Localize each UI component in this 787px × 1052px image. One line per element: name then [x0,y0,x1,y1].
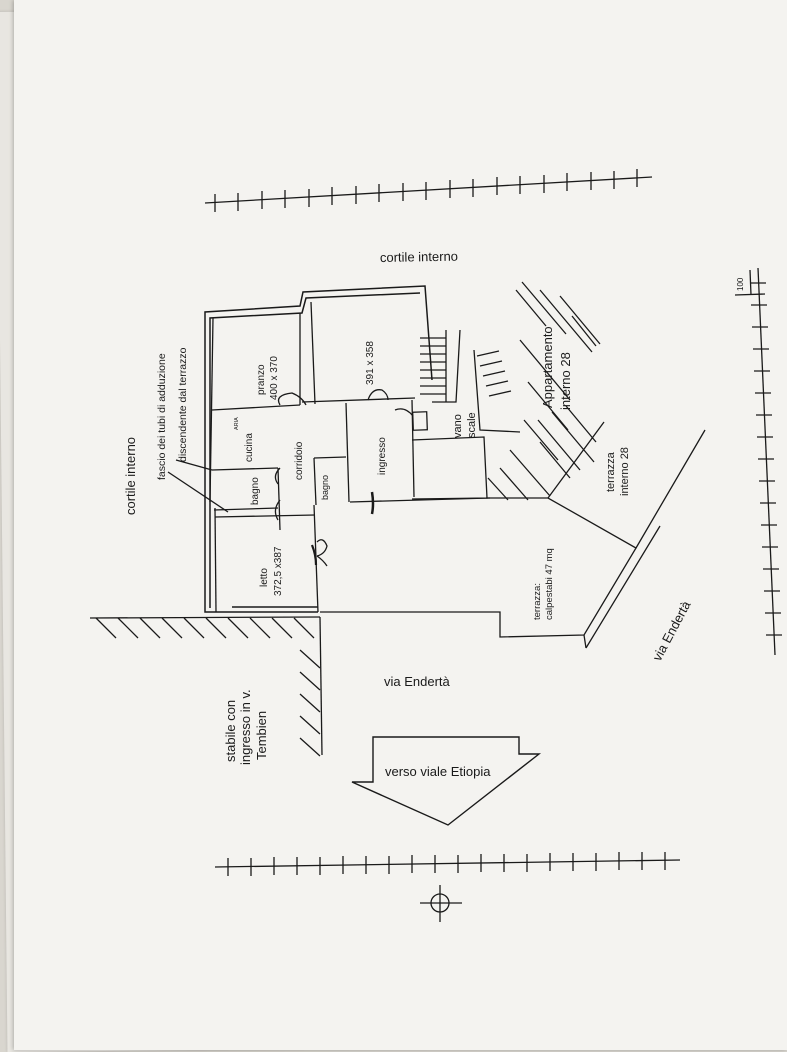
label-bagno-1: bagno [250,477,261,505]
label-terrazza-1: terrazza: [532,583,543,620]
label-cucina: cucina [244,433,255,462]
label-fascio-1: fascio dei tubi di adduzione [156,353,168,480]
label-terrazza-2: calpestabi 47 mq [544,548,555,620]
leader-lines [167,459,229,513]
door-swings [274,389,414,567]
hatching-apartment-28 [487,281,601,501]
paper-sheet [14,0,787,1050]
label-cortile-top: cortile interno [380,249,458,265]
interior-walls [209,301,416,613]
label-via-main: via Endertà [384,674,451,689]
label-fascio-2: discendente dal terrazzo [177,347,189,462]
top-scale-ruler [204,169,653,212]
label-cortile-left: cortile interno [123,437,138,515]
hatching-street [89,616,323,757]
label-letto: letto [259,568,270,587]
label-pranzo-dim: 400 x 370 [269,356,280,400]
north-symbol [420,885,462,922]
bottom-scale-ruler [214,852,681,876]
terrace-outline [320,421,706,649]
label-cucina-small: ARIA [234,417,240,430]
label-appartamento: Appartamento [540,326,555,408]
label-soggiorno-dim: 391 x 358 [365,341,376,385]
right-scale-ruler [734,267,782,656]
label-pranzo: pranzo [256,364,267,395]
label-stabile-2: ingresso in v. [238,689,253,765]
label-interno-28: interno 28 [558,352,573,410]
label-scale: scale [466,412,478,438]
apartment-outline [204,285,433,613]
label-letto-dim: 372,5 x387 [273,546,284,596]
label-vano: vano [452,414,464,438]
label-verso: verso viale Etiopia [385,764,491,779]
label-terrazza-28-1: terrazza [605,451,617,492]
direction-arrow [351,736,542,826]
label-terrazza-28-2: interno 28 [619,447,631,496]
stairs [420,329,521,433]
label-corridoio: corridoio [294,441,305,480]
label-stabile-1: stabile con [223,700,238,762]
label-stabile-3: Tembien [254,711,269,760]
label-scale-100: 100 [736,277,745,291]
label-via-diag: via Endertà [649,598,693,664]
label-ingresso: ingresso [377,437,388,475]
label-bagno-2: bagno [320,475,330,500]
